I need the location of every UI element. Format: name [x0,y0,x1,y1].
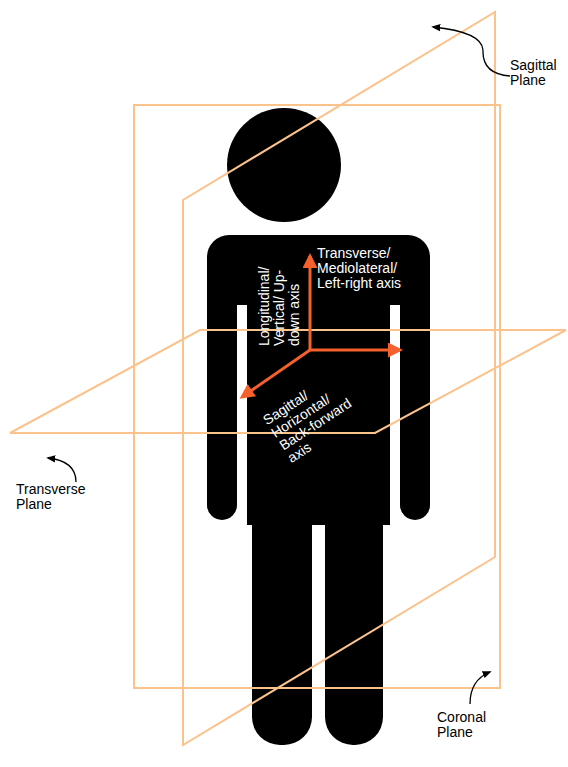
hip [252,495,383,520]
leader-line [470,672,490,704]
plane-label: Transverse Plane [16,482,98,512]
left-leg [252,495,312,745]
coronal-plane [134,105,500,688]
right-arm [400,250,430,520]
axis-label: Transverse/ Mediolateral/ Left-right axi… [317,246,425,291]
plane-label: Coronal Plane [437,710,503,740]
transverse-axis [310,349,400,352]
head [227,108,341,222]
left-arm [207,250,237,520]
axis-label: Longitudinal/ Vertical/ Up-down axis [257,246,302,346]
leader-lines [48,27,510,704]
plane-label: Sagittal Plane [510,58,568,88]
leader-line [433,27,510,76]
right-leg [325,495,383,745]
leader-line [48,458,76,482]
human-silhouette [207,108,430,745]
sagittal-plane [183,12,495,745]
planes [10,12,566,745]
longitudinal-axis [309,256,312,350]
